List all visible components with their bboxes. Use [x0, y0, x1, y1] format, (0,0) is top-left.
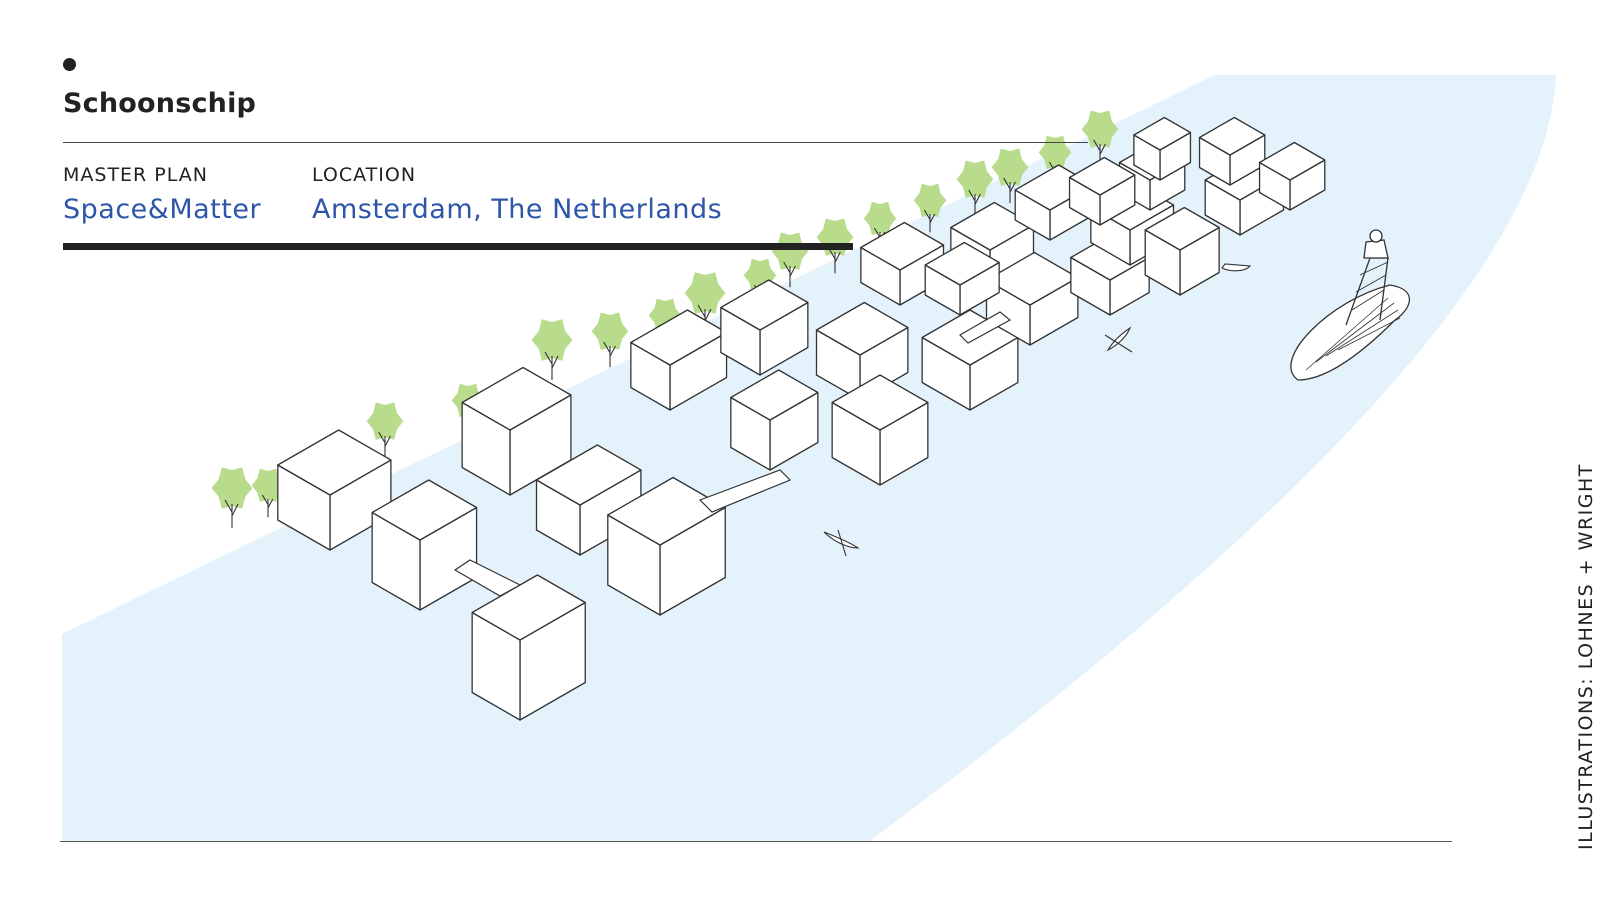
house — [720, 279, 809, 376]
location-value: Amsterdam, The Netherlands — [312, 194, 723, 225]
location-block: LOCATION Amsterdam, The Netherlands — [312, 164, 722, 225]
house — [831, 374, 929, 486]
tree — [956, 160, 994, 216]
house — [1258, 141, 1326, 211]
master-plan-label: MASTER PLAN — [63, 164, 208, 186]
house — [1198, 116, 1266, 186]
tree — [591, 312, 629, 368]
house — [471, 574, 586, 721]
small-boats — [823, 263, 1252, 557]
house — [607, 476, 726, 616]
house — [1133, 116, 1192, 181]
jetty — [453, 311, 1012, 597]
tree — [251, 468, 285, 518]
page-title: Schoonschip — [63, 88, 257, 119]
tree — [991, 148, 1029, 204]
master-plan-value: Space&Matter — [63, 194, 262, 225]
house — [630, 309, 728, 411]
header-thick-rule — [63, 243, 853, 250]
tree — [771, 232, 809, 288]
illustration-credit: ILLUSTRATIONS: LOHNES + WRIGHT — [1575, 463, 1597, 850]
house — [1144, 206, 1220, 296]
tree — [211, 467, 253, 528]
footer-divider — [60, 841, 1452, 842]
header-divider — [63, 142, 1088, 143]
lighthouse-boat — [1290, 229, 1411, 381]
house — [371, 479, 478, 611]
house — [277, 429, 392, 551]
master-plan-block: MASTER PLAN Space&Matter — [63, 164, 261, 225]
tree — [531, 319, 573, 380]
house — [461, 366, 572, 496]
house — [535, 444, 642, 556]
house — [924, 241, 1000, 316]
house — [985, 251, 1079, 346]
house — [730, 369, 819, 471]
title-bullet — [63, 58, 76, 71]
location-label: LOCATION — [312, 164, 417, 186]
tree — [913, 183, 947, 233]
house — [1068, 156, 1136, 226]
canal-water — [62, 75, 1556, 841]
tree — [1081, 110, 1119, 166]
tree — [366, 402, 404, 458]
